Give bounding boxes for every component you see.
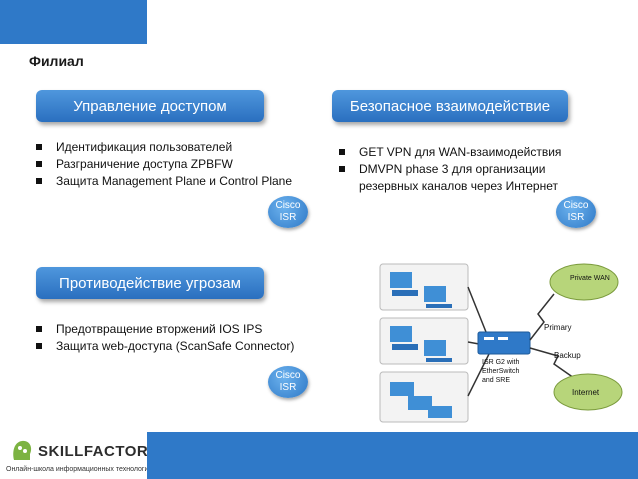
list-item: GET VPN для WAN-взаимодействия	[335, 144, 561, 161]
computer-icon	[390, 272, 452, 308]
list-item: Идентификация пользователей	[32, 139, 292, 156]
cisco-isr-badge: Cisco ISR	[556, 196, 596, 228]
cloud-label: Private WAN	[570, 275, 610, 282]
list-item-continued: резервных каналов через Интернет	[359, 179, 558, 193]
phone-icon	[390, 382, 452, 418]
link-line	[467, 351, 491, 397]
backup-label: Backup	[554, 351, 581, 360]
top-accent-bar	[0, 0, 147, 44]
cisco-isr-badge: Cisco ISR	[268, 366, 308, 398]
threat-defense-list: Предотвращение вторжений IOS IPS Защита …	[32, 321, 294, 355]
router-label: EtherSwitch	[482, 368, 519, 375]
backup-link	[529, 347, 575, 379]
private-wan-cloud-icon	[549, 263, 619, 301]
list-item: Разграничение доступа ZPBFW	[32, 156, 292, 173]
cisco-isr-badge: Cisco ISR	[268, 196, 308, 228]
skillfactory-logo-icon	[13, 440, 32, 460]
threat-defense-header: Противодействие угрозам	[36, 267, 264, 299]
secure-interaction-list: GET VPN для WAN-взаимодействия DMVPN pha…	[335, 144, 561, 195]
brand-tagline: Онлайн-школа информационных технологий	[6, 466, 153, 473]
access-control-list: Идентификация пользователей Разграничени…	[32, 139, 292, 190]
list-item: Защита Management Plane и Control Plane	[32, 173, 292, 190]
router-label: ISR G2 with	[482, 359, 519, 366]
list-item: Защита web-доступа (ScanSafe Connector)	[32, 338, 294, 355]
badge-line: Cisco	[563, 200, 589, 211]
bottom-accent-bar	[147, 432, 638, 479]
badge-line: ISR	[567, 212, 585, 223]
primary-link	[529, 293, 555, 341]
access-control-header: Управление доступом	[36, 90, 264, 122]
router-label: and SRE	[482, 377, 510, 384]
brand-name: SKILLFACTORY	[38, 443, 159, 460]
branch-network-diagram: ISR G2 with EtherSwitch and SRE Primary …	[379, 263, 623, 423]
badge-line: Cisco	[275, 370, 301, 381]
list-item: Предотвращение вторжений IOS IPS	[32, 321, 294, 338]
badge-line: ISR	[279, 212, 297, 223]
primary-label: Primary	[544, 323, 572, 332]
badge-line: ISR	[279, 382, 297, 393]
cloud-label: Internet	[572, 388, 600, 397]
secure-interaction-header: Безопасное взаимодействие	[332, 90, 568, 122]
router-icon	[477, 331, 531, 355]
badge-line: Cisco	[275, 200, 301, 211]
page-title: Филиал	[29, 53, 84, 69]
computer-icon	[390, 326, 452, 362]
list-item: DMVPN phase 3 для организации	[335, 161, 561, 178]
internet-cloud-icon	[553, 373, 623, 411]
